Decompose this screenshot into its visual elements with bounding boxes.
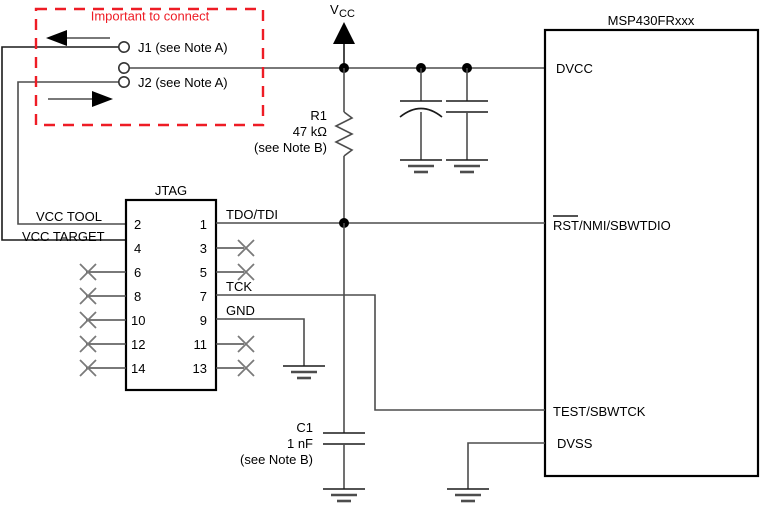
jtag-pin-14-number: 14 — [131, 361, 145, 376]
jtag-unconnected-right-pins — [216, 239, 255, 377]
jtag-pin-9-number: 9 — [200, 313, 207, 328]
callout-label: Important to connect — [91, 8, 210, 23]
chip-title-label: MSP430FRxxx — [608, 13, 695, 28]
component-r1: R1 47 kΩ (see Note B) — [254, 68, 354, 223]
vcc-subscript-label: CC — [339, 8, 355, 20]
arrow-down-head-icon — [92, 91, 113, 107]
jtag-pin-13-number: 13 — [193, 361, 207, 376]
chip-pin-test-label: TEST/SBWTCK — [553, 404, 646, 419]
chip-pin-rst-label: RST/NMI/SBWTDIO — [553, 218, 671, 233]
chip-pin-dvcc-label: DVCC — [556, 61, 593, 76]
wire-dvss-to-earth — [467, 442, 545, 489]
label-tck: TCK — [226, 279, 252, 294]
label-tdo-tdi: TDO/TDI — [226, 207, 278, 222]
c1-note-label: (see Note B) — [240, 452, 313, 467]
wire-j1-to-vcc-target — [1, 46, 126, 241]
label-vcc-target: VCC TARGET — [22, 229, 105, 244]
jtag-left-signal-labels: VCC TOOL VCC TARGET — [22, 209, 105, 244]
jtag-unconnected-left-pins — [79, 263, 126, 377]
vcc-label: V — [330, 2, 339, 17]
label-gnd: GND — [226, 303, 255, 318]
x-mark-pin-5-icon-b — [237, 263, 255, 281]
jtag-pin-2-number: 2 — [134, 217, 141, 232]
x-mark-pin-14-icon-b — [79, 359, 97, 377]
x-mark-pin-10-icon-b — [79, 311, 97, 329]
jtag-pin-4-number: 4 — [134, 241, 141, 256]
terminal-j1-circle-icon[interactable] — [118, 40, 131, 53]
wire-tck-to-test — [216, 294, 545, 411]
jtag-title-label: JTAG — [155, 183, 187, 198]
callout-arrows — [46, 30, 113, 107]
jtag-pin-6-number: 6 — [134, 265, 141, 280]
component-bypass-cap-ceramic — [446, 68, 488, 174]
r1-designator-label: R1 — [310, 108, 327, 123]
r1-value-label: 47 kΩ — [293, 124, 328, 139]
chip-msp430: MSP430FRxxx DVCC RST/NMI/SBWTDIO TEST/SB… — [543, 13, 760, 478]
jtag-pin-3-number: 3 — [200, 241, 207, 256]
wire-j2-to-vcc-tool — [17, 81, 126, 225]
component-bypass-cap-polarized — [399, 68, 443, 174]
jtag-pin-10-number: 10 — [131, 313, 145, 328]
vcc-arrow-icon — [333, 22, 355, 44]
c1-designator-label: C1 — [296, 420, 313, 435]
terminal-j2-circle-icon[interactable] — [118, 76, 131, 89]
net-dvss — [447, 442, 545, 503]
x-mark-pin-11-icon-b — [237, 335, 255, 353]
label-vcc-tool: VCC TOOL — [36, 209, 102, 224]
jtag-body — [124, 198, 218, 392]
jumper-j2-label: J2 (see Note A) — [138, 75, 228, 90]
r1-zigzag-icon — [334, 111, 354, 157]
jtag-pin-8-number: 8 — [134, 289, 141, 304]
wire-group-left-routing — [1, 46, 545, 241]
jtag-pin-5-number: 5 — [200, 265, 207, 280]
x-mark-pin-3-icon-b — [237, 239, 255, 257]
terminal-middle-circle-icon[interactable] — [118, 61, 131, 74]
chip-body — [543, 28, 760, 478]
cap-polar-plate-curved-icon — [399, 107, 443, 118]
jtag-pin-11-number: 11 — [194, 337, 208, 352]
x-mark-pin-12-icon-b — [79, 335, 97, 353]
jtag-connector: JTAG 2 4 6 8 10 12 14 1 3 5 7 9 11 13 — [124, 183, 218, 392]
c1-value-label: 1 nF — [287, 436, 313, 451]
net-tdo-tdi: TDO/TDI — [216, 207, 545, 228]
arrow-up-head-icon — [46, 30, 67, 46]
important-to-connect-callout: Important to connect — [34, 7, 265, 127]
jumper-j1-label: J1 (see Note A) — [138, 40, 228, 55]
chip-pin-rst-group: RST/NMI/SBWTDIO — [553, 215, 671, 233]
x-mark-pin-13-icon-b — [237, 359, 255, 377]
wire-gnd-to-earth — [216, 318, 305, 366]
net-jtag-gnd: GND — [216, 303, 325, 380]
jtag-pin-7-number: 7 — [200, 289, 207, 304]
net-tck: TCK — [216, 279, 545, 411]
chip-pin-dvss-label: DVSS — [557, 436, 593, 451]
x-mark-pin-8-icon-b — [79, 287, 97, 305]
jumper-terminals: J1 (see Note A) J2 (see Note A) — [118, 40, 228, 90]
vcc-supply-symbol: V CC — [330, 2, 355, 68]
jtag-pin-1-number: 1 — [200, 217, 207, 232]
component-c1: C1 1 nF (see Note B) — [240, 223, 365, 503]
r1-note-label: (see Note B) — [254, 140, 327, 155]
jtag-pin-12-number: 12 — [131, 337, 145, 352]
x-mark-pin-6-icon-b — [79, 263, 97, 281]
callout-dashed-box — [34, 7, 265, 127]
